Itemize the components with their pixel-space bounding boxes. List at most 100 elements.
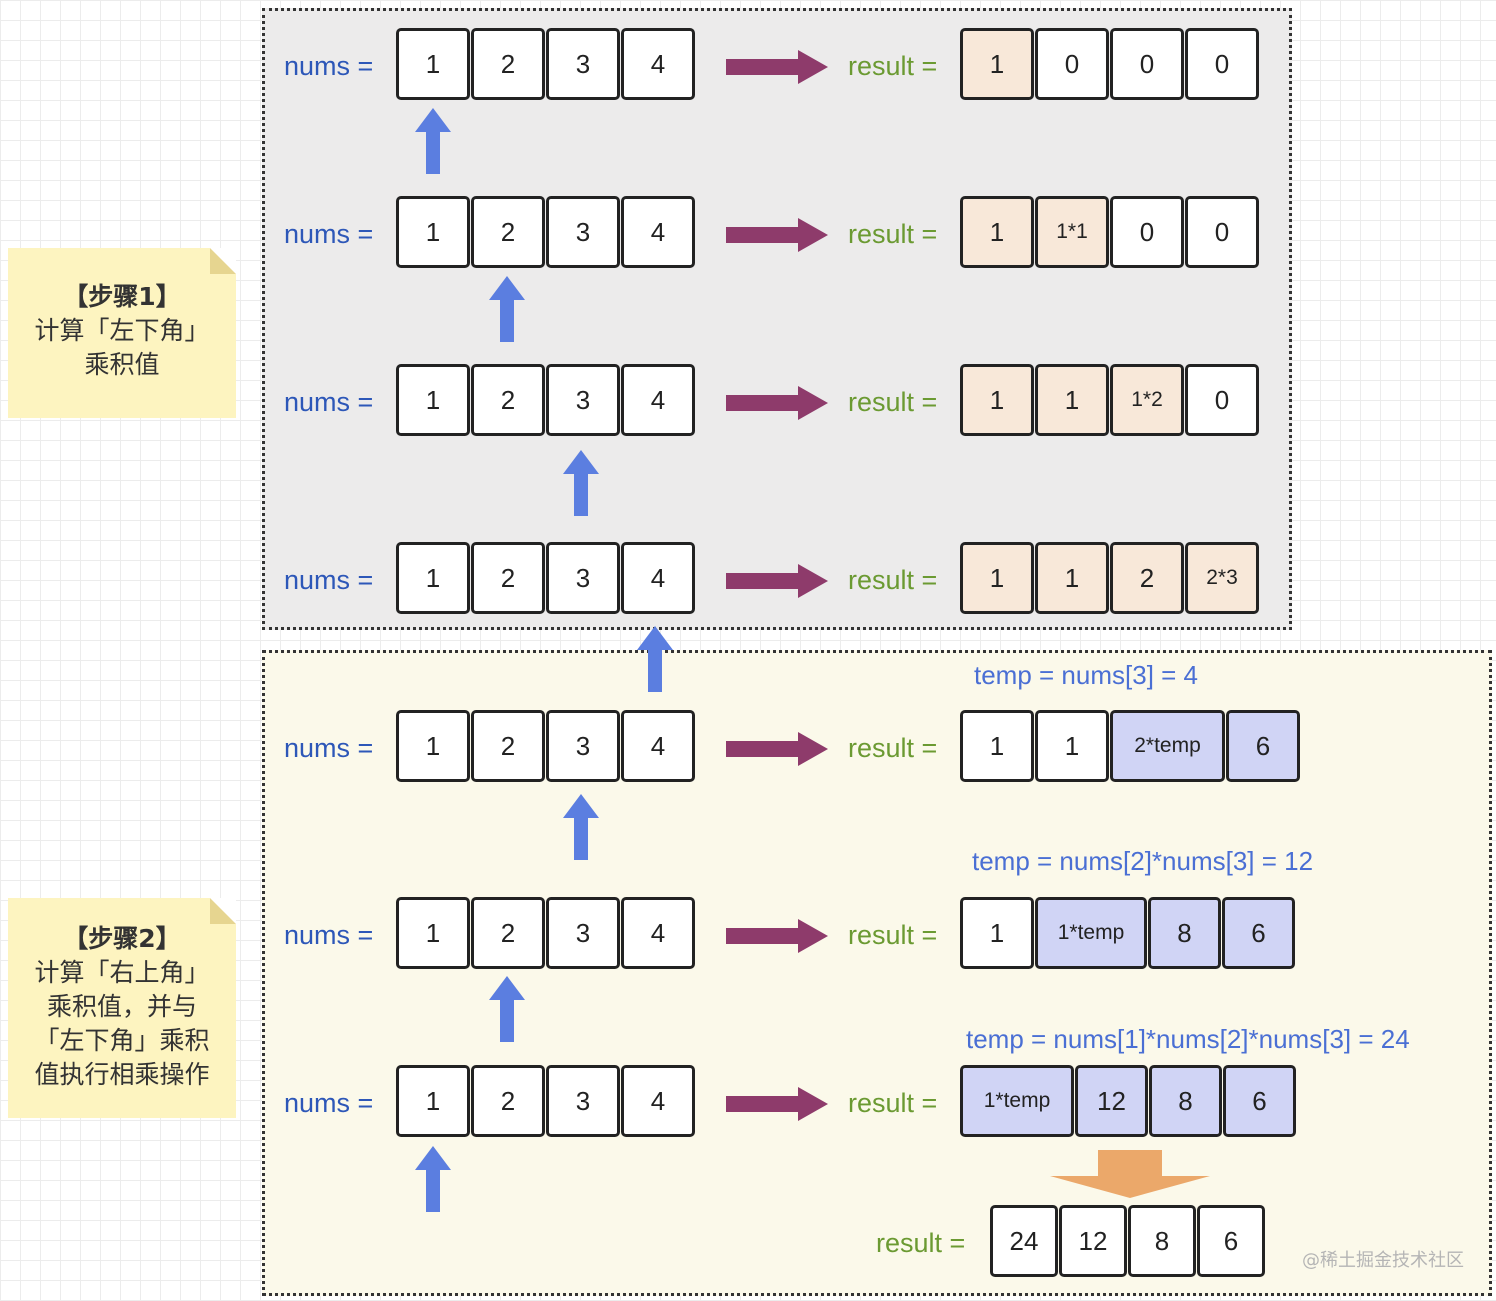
nums-cell: 1	[396, 542, 470, 614]
result-cell: 0	[1185, 196, 1259, 268]
nums-cell: 3	[546, 1065, 620, 1137]
nums-cell: 1	[396, 710, 470, 782]
final-result-label: result =	[876, 1228, 966, 1258]
result-cell: 2*temp	[1110, 710, 1225, 782]
nums-cell: 3	[546, 710, 620, 782]
nums-cell: 2	[471, 897, 545, 969]
nums-cell: 3	[546, 28, 620, 100]
down-arrow-icon	[1050, 1150, 1210, 1198]
result-cell: 1*2	[1110, 364, 1184, 436]
nums-cell: 1	[396, 364, 470, 436]
final-result-cell: 24	[990, 1205, 1058, 1277]
nums-cell: 1	[396, 196, 470, 268]
result-cell: 1*temp	[960, 1065, 1074, 1137]
result-cell: 2	[1110, 542, 1184, 614]
result-cell: 6	[1222, 897, 1295, 969]
nums-cell: 2	[471, 1065, 545, 1137]
result-cell: 2*3	[1185, 542, 1259, 614]
nums-cell: 4	[621, 542, 695, 614]
result-cell: 1	[960, 710, 1034, 782]
nums-label: nums =	[284, 920, 374, 950]
note-fold-icon	[210, 248, 236, 274]
result-cell: 1	[960, 196, 1034, 268]
step2-line: 「左下角」乘积	[34, 1026, 210, 1055]
right-arrow-icon	[726, 1087, 828, 1121]
nums-cell: 3	[546, 542, 620, 614]
right-arrow-icon	[726, 218, 828, 252]
nums-cell: 2	[471, 364, 545, 436]
nums-label: nums =	[284, 387, 374, 417]
nums-cell: 2	[471, 28, 545, 100]
right-arrow-icon	[726, 50, 828, 84]
result-label: result =	[848, 219, 938, 249]
note-fold-icon	[210, 898, 236, 924]
right-arrow-icon	[726, 732, 828, 766]
step1-line: 计算「左下角」	[34, 316, 210, 345]
nums-cell: 1	[396, 897, 470, 969]
nums-cell: 4	[621, 196, 695, 268]
nums-cell: 4	[621, 28, 695, 100]
step2-line: 值执行相乘操作	[34, 1060, 210, 1089]
step1-title: 【步骤1】	[63, 282, 181, 311]
step2-title: 【步骤2】	[63, 924, 181, 953]
temp-formula: temp = nums[3] = 4	[974, 660, 1199, 690]
nums-label: nums =	[284, 51, 374, 81]
up-arrow-icon	[415, 108, 451, 174]
result-cell: 8	[1149, 1065, 1222, 1137]
result-cell: 1	[1035, 542, 1109, 614]
final-result-cell: 6	[1197, 1205, 1265, 1277]
nums-cell: 4	[621, 710, 695, 782]
step2-note: 【步骤2】 计算「右上角」 乘积值，并与 「左下角」乘积 值执行相乘操作	[8, 898, 236, 1118]
result-label: result =	[848, 920, 938, 950]
result-cell: 1	[960, 542, 1034, 614]
result-cell: 0	[1035, 28, 1109, 100]
up-arrow-icon	[415, 1146, 451, 1212]
final-result-cell: 12	[1059, 1205, 1127, 1277]
right-arrow-icon	[726, 919, 828, 953]
nums-cell: 1	[396, 28, 470, 100]
nums-cell: 4	[621, 897, 695, 969]
up-arrow-icon	[489, 276, 525, 342]
up-arrow-icon	[563, 794, 599, 860]
result-cell: 12	[1075, 1065, 1148, 1137]
result-cell: 0	[1110, 196, 1184, 268]
step1-line: 乘积值	[84, 350, 160, 379]
result-cell: 6	[1226, 710, 1300, 782]
nums-cell: 3	[546, 364, 620, 436]
result-label: result =	[848, 565, 938, 595]
result-cell: 0	[1110, 28, 1184, 100]
nums-cell: 3	[546, 196, 620, 268]
result-cell: 1	[960, 364, 1034, 436]
result-label: result =	[848, 1088, 938, 1118]
step2-line: 计算「右上角」	[34, 958, 210, 987]
nums-cell: 2	[471, 196, 545, 268]
nums-cell: 3	[546, 897, 620, 969]
result-cell: 0	[1185, 28, 1259, 100]
final-result-cell: 8	[1128, 1205, 1196, 1277]
result-cell: 6	[1223, 1065, 1296, 1137]
result-cell: 1*temp	[1035, 897, 1147, 969]
nums-label: nums =	[284, 1088, 374, 1118]
